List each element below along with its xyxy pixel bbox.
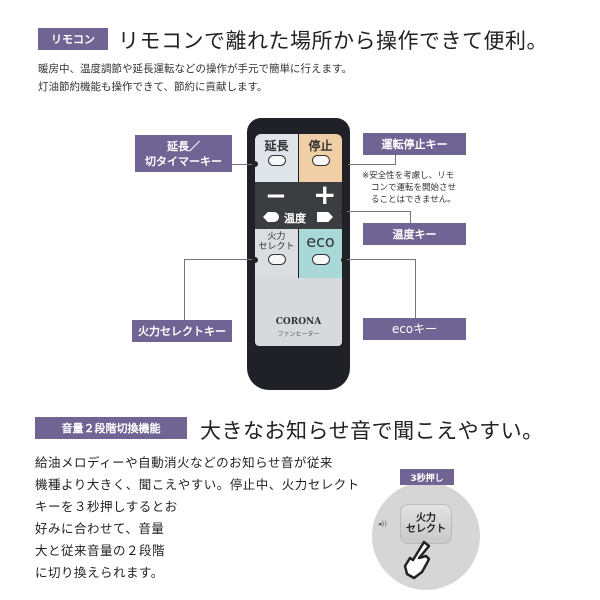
leader-line bbox=[232, 164, 252, 165]
remote-section-headline: リモコンで離れた場所から操作できて便利。 bbox=[118, 29, 548, 53]
extend-key[interactable]: 延長 bbox=[255, 134, 298, 182]
stop-key-label: 停止 bbox=[308, 139, 333, 153]
body-line: 好みに合わせて、音量 bbox=[35, 521, 165, 536]
volume-section-tag: 音量２段階切換機能 bbox=[35, 417, 187, 439]
callout-eco: ecoキー bbox=[363, 318, 466, 340]
fire-select-key-label-2: セレクト bbox=[258, 242, 295, 252]
leader-dot bbox=[252, 161, 258, 167]
leader-dot bbox=[341, 257, 347, 263]
press-illustration: ◂)) 火力 セレクト bbox=[372, 482, 480, 590]
leader-line bbox=[415, 259, 416, 319]
note-line: コンで運転を開始させ bbox=[371, 183, 457, 193]
plus-icon: + bbox=[313, 178, 337, 211]
leader-line bbox=[347, 259, 415, 260]
note-line: ることはできません。 bbox=[371, 195, 456, 205]
temp-up-button[interactable] bbox=[317, 212, 333, 222]
eco-key[interactable]: eco bbox=[299, 229, 342, 278]
body-line: 機種より大きく、聞こえやすい。停止中、火力セレクト bbox=[35, 477, 360, 492]
callout-extend-timer-line1: 延長／ bbox=[167, 139, 200, 153]
leader-line bbox=[348, 164, 396, 165]
leader-line bbox=[395, 155, 396, 165]
callout-fire-select: 火力セレクトキー bbox=[132, 320, 232, 342]
volume-section-body: 給油メロディーや自動消火などのお知らせ音が従来 機種より大きく、聞こえやすい。停… bbox=[35, 452, 360, 584]
callout-temperature: 温度キー bbox=[363, 223, 466, 245]
temperature-panel: − + 温度 bbox=[255, 178, 342, 229]
leader-line bbox=[410, 211, 411, 223]
remote-control: 延長 停止 − + 温度 火力 セレクト eco CORONA ファンヒーター bbox=[247, 118, 350, 390]
eco-key-button[interactable] bbox=[311, 254, 330, 265]
note-line: ※安全性を考慮し、リモ bbox=[362, 171, 455, 181]
illustration-fire-select-button: 火力 セレクト bbox=[400, 504, 452, 544]
temp-label: 温度 bbox=[284, 212, 306, 225]
stop-key-button[interactable] bbox=[311, 155, 330, 166]
leader-line bbox=[347, 211, 410, 212]
callout-stop: 運転停止キー bbox=[363, 133, 466, 155]
callout-extend-timer-line2: 切タイマーキー bbox=[145, 154, 222, 168]
model-label: ファンヒーター bbox=[277, 331, 320, 338]
temp-down-button[interactable] bbox=[263, 212, 279, 222]
fire-select-key-button[interactable] bbox=[267, 254, 286, 265]
extend-key-label: 延長 bbox=[264, 139, 289, 153]
extend-key-button[interactable] bbox=[267, 155, 286, 166]
sound-icon: ◂)) bbox=[378, 520, 387, 528]
fire-select-key[interactable]: 火力 セレクト bbox=[255, 229, 298, 278]
volume-section-headline: 大きなお知らせ音で聞こえやすい。 bbox=[200, 419, 544, 443]
body-line: 大と従来音量の２段階 bbox=[35, 543, 166, 558]
remote-section-description-1: 暖房中、温度調節や延長運転などの操作が手元で簡単に行えます。 bbox=[38, 63, 352, 75]
leader-line bbox=[184, 259, 185, 321]
illustration-button-label-1: 火力 bbox=[416, 513, 436, 524]
leader-dot bbox=[342, 162, 348, 168]
remote-lower-panel: CORONA ファンヒーター bbox=[255, 278, 342, 346]
leader-line bbox=[184, 259, 252, 260]
brand-logo: CORONA bbox=[275, 317, 322, 327]
illustration-button-label-2: セレクト bbox=[406, 524, 446, 535]
eco-key-label: eco bbox=[306, 232, 335, 251]
stop-safety-note: ※安全性を考慮し、リモ コンで運転を開始させ ることはできません。 bbox=[362, 170, 456, 206]
remote-section-description-2: 灯油節約機能も操作できて、節約に貢献します。 bbox=[38, 81, 268, 93]
minus-icon: − bbox=[265, 181, 287, 211]
callout-extend-timer: 延長／切タイマーキー bbox=[135, 135, 232, 172]
body-line: キーを３秒押しするとお bbox=[35, 499, 178, 514]
fire-select-key-label-1: 火力 bbox=[267, 232, 286, 242]
leader-dot bbox=[341, 209, 347, 215]
pointing-hand-icon bbox=[403, 540, 431, 580]
stop-key[interactable]: 停止 bbox=[299, 134, 342, 182]
remote-section-tag: リモコン bbox=[38, 28, 108, 50]
body-line: に切り換えられます。 bbox=[35, 565, 164, 580]
leader-dot bbox=[252, 257, 258, 263]
body-line: 給油メロディーや自動消火などのお知らせ音が従来 bbox=[35, 455, 333, 470]
press-3sec-badge: 3秒押し bbox=[400, 469, 454, 485]
